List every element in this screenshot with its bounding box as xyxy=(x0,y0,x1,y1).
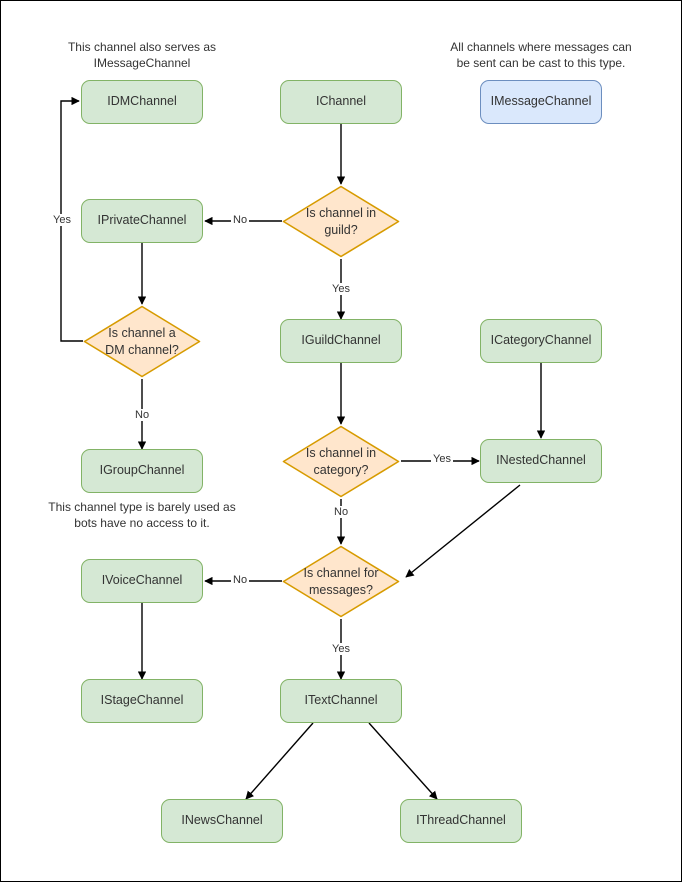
note-group-channel: This channel type is barely used as bots… xyxy=(48,500,236,531)
decision-is-channel-a-dm-channel[interactable]: Is channel a DM channel? xyxy=(82,304,202,379)
node-iprivate-channel[interactable]: IPrivateChannel xyxy=(81,199,203,243)
edge-label-messages-no: No xyxy=(231,574,250,586)
node-istage-channel[interactable]: IStageChannel xyxy=(81,679,203,723)
edge-label-dm-no: No xyxy=(133,409,152,421)
decision-label-is-channel-a-dm-channel: Is channel a DM channel? xyxy=(105,326,179,357)
decision-is-channel-for-messages[interactable]: Is channel for messages? xyxy=(281,544,401,619)
node-ithread-channel[interactable]: IThreadChannel xyxy=(400,799,522,843)
edge-nested-to-messages-question xyxy=(405,484,521,578)
node-inews-channel[interactable]: INewsChannel xyxy=(161,799,283,843)
decision-is-channel-in-guild[interactable]: Is channel in guild? xyxy=(281,184,401,259)
decision-label-is-channel-in-category: Is channel in category? xyxy=(305,446,377,477)
edge-label-dm-yes: Yes xyxy=(51,214,73,226)
edge-text-to-thread xyxy=(368,722,438,800)
node-igroup-channel[interactable]: IGroupChannel xyxy=(81,449,203,493)
node-icategory-channel[interactable]: ICategoryChannel xyxy=(480,319,602,363)
node-ichannel[interactable]: IChannel xyxy=(280,80,402,124)
decision-is-channel-in-category[interactable]: Is channel in category? xyxy=(281,424,401,499)
decision-label-is-channel-in-guild: Is channel in guild? xyxy=(305,206,377,237)
edge-label-category-no: No xyxy=(332,506,351,518)
edge-label-guild-yes: Yes xyxy=(330,283,352,295)
decision-label-is-channel-for-messages: Is channel for messages? xyxy=(303,566,379,597)
note-message-channel: All channels where messages can be sent … xyxy=(450,40,632,71)
edge-text-to-news xyxy=(245,722,314,800)
edge-label-category-yes: Yes xyxy=(431,453,453,465)
node-inested-channel[interactable]: INestedChannel xyxy=(480,439,602,483)
node-itext-channel[interactable]: ITextChannel xyxy=(280,679,402,723)
note-dm-channel: This channel also serves as IMessageChan… xyxy=(67,40,217,71)
node-idm-channel[interactable]: IDMChannel xyxy=(81,80,203,124)
node-iguild-channel[interactable]: IGuildChannel xyxy=(280,319,402,363)
edge-label-guild-no: No xyxy=(231,214,250,226)
node-ivoice-channel[interactable]: IVoiceChannel xyxy=(81,559,203,603)
node-imessage-channel[interactable]: IMessageChannel xyxy=(480,80,602,124)
edge-label-messages-yes: Yes xyxy=(330,643,352,655)
